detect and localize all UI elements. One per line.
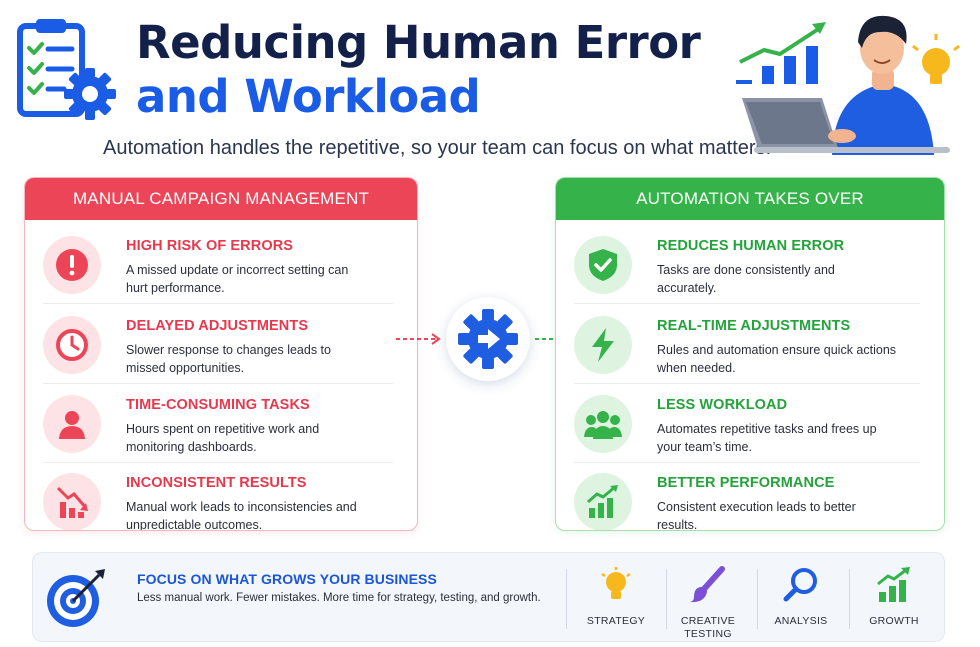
page-title: Reducing Human Error and Workload (136, 16, 701, 124)
automation-item: REDUCES HUMAN ERROR Tasks are done consi… (556, 224, 944, 304)
clock-icon (43, 316, 101, 374)
manual-item-title: DELAYED ADJUSTMENTS (126, 318, 309, 334)
bar-growth-icon (849, 563, 939, 607)
declining-chart-icon (43, 473, 101, 530)
target-icon (43, 565, 109, 631)
focus-text: Less manual work. Fewer mistakes. More t… (137, 592, 541, 604)
pillar-creative-testing: CREATIVE TESTING (663, 563, 753, 641)
automation-item-title: REAL-TIME ADJUSTMENTS (657, 318, 851, 334)
automation-gear-icon (446, 297, 530, 381)
lightbulb-icon (571, 563, 661, 607)
automation-item-desc: Consistent execution leads to better res… (657, 500, 856, 531)
pillar-label: GROWTH (869, 615, 919, 627)
title-line-2: and Workload (136, 70, 481, 123)
automation-item: REAL-TIME ADJUSTMENTS Rules and automati… (556, 304, 944, 384)
focus-banner: FOCUS ON WHAT GROWS YOUR BUSINESS Less m… (32, 552, 945, 642)
magnifier-icon (756, 563, 846, 607)
automation-item: LESS WORKLOAD Automates repetitive tasks… (556, 383, 944, 463)
automation-panel-heading: AUTOMATION TAKES OVER (556, 178, 944, 220)
automation-item-desc: Automates repetitive tasks and frees up … (657, 422, 877, 454)
exclamation-icon (43, 236, 101, 294)
manual-item-desc: Slower response to changes leads to miss… (126, 343, 331, 375)
manual-item-desc: A missed update or incorrect setting can… (126, 263, 349, 295)
manual-item-desc: Manual work leads to inconsistencies and… (126, 500, 357, 531)
growth-chart-icon (574, 473, 632, 530)
automation-item-desc: Rules and automation ensure quick action… (657, 343, 897, 375)
pillar-growth: GROWTH (849, 563, 939, 628)
manual-item-title: INCONSISTENT RESULTS (126, 475, 307, 491)
manual-panel-heading: MANUAL CAMPAIGN MANAGEMENT (25, 178, 417, 220)
pillar-label: CREATIVE TESTING (680, 615, 736, 640)
manual-item-title: TIME-CONSUMING TASKS (126, 397, 310, 413)
checklist-gear-icon (14, 16, 119, 121)
lightning-icon (574, 316, 632, 374)
manual-panel: MANUAL CAMPAIGN MANAGEMENT HIGH RISK OF … (24, 177, 418, 531)
focus-title: FOCUS ON WHAT GROWS YOUR BUSINESS (137, 571, 437, 587)
manual-item-title: HIGH RISK OF ERRORS (126, 238, 294, 254)
person-icon (43, 395, 101, 453)
automation-item: BETTER PERFORMANCE Consistent execution … (556, 461, 944, 531)
pillar-analysis: ANALYSIS (756, 563, 846, 628)
shield-check-icon (574, 236, 632, 294)
pillar-label: STRATEGY (586, 615, 646, 627)
automation-item-title: LESS WORKLOAD (657, 397, 788, 413)
divider (849, 569, 850, 629)
manual-item: HIGH RISK OF ERRORS A missed update or i… (25, 224, 417, 304)
pillar-label: ANALYSIS (774, 615, 828, 627)
manual-item: DELAYED ADJUSTMENTS Slower response to c… (25, 304, 417, 384)
person-laptop-illustration (734, 10, 964, 155)
title-line-1: Reducing Human Error (136, 16, 701, 69)
team-icon (574, 395, 632, 453)
pillar-strategy: STRATEGY (571, 563, 661, 628)
paintbrush-icon (663, 563, 753, 607)
manual-item-desc: Hours spent on repetitive work and monit… (126, 422, 320, 454)
automation-item-title: REDUCES HUMAN ERROR (657, 238, 845, 254)
divider (757, 569, 758, 629)
automation-item-title: BETTER PERFORMANCE (657, 475, 835, 491)
manual-item: INCONSISTENT RESULTS Manual work leads t… (25, 461, 417, 531)
divider (566, 569, 567, 629)
automation-item-desc: Tasks are done consistently and accurate… (657, 263, 835, 295)
page-subtitle: Automation handles the repetitive, so yo… (103, 137, 772, 159)
dashed-arrow-red-icon (396, 333, 441, 345)
manual-item: TIME-CONSUMING TASKS Hours spent on repe… (25, 383, 417, 463)
automation-panel: AUTOMATION TAKES OVER REDUCES HUMAN ERRO… (555, 177, 945, 531)
divider (666, 569, 667, 629)
